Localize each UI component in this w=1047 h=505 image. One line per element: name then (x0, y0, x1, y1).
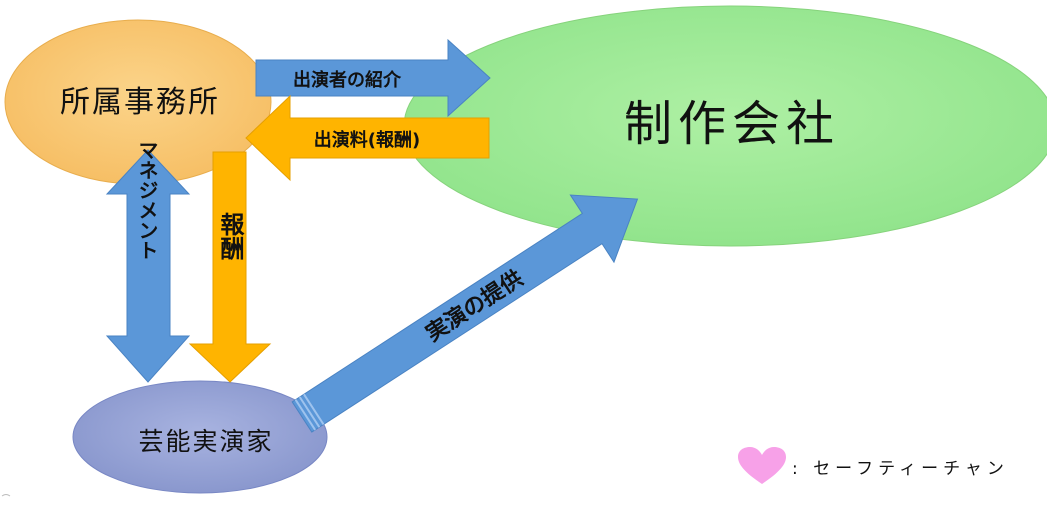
performer-node (72, 380, 328, 494)
introduce-arrow (255, 38, 491, 118)
corner-mark (1, 494, 11, 497)
management-arrow (105, 149, 191, 383)
performer-label: 芸能実演家 (138, 427, 273, 456)
remuneration-arrow (188, 151, 272, 383)
heart-shape (738, 447, 786, 484)
fee-arrow (245, 94, 490, 182)
introduce-label: 出演者の紹介 (293, 69, 402, 91)
remuneration-label: 報酬 (216, 212, 244, 261)
performance-label: 実演の提供 (421, 265, 527, 347)
heart-icon (738, 447, 786, 484)
management-label: マネジメント (135, 140, 159, 260)
legend-text: : セーフティーチャン (792, 458, 1009, 479)
fee-label: 出演料(報酬) (314, 129, 420, 151)
legend: : セーフティーチャン (736, 446, 1047, 486)
production-label: 制作会社 (624, 96, 840, 152)
agency-label: 所属事務所 (60, 85, 220, 120)
performance-arrow: 実演の提供 (291, 194, 639, 433)
